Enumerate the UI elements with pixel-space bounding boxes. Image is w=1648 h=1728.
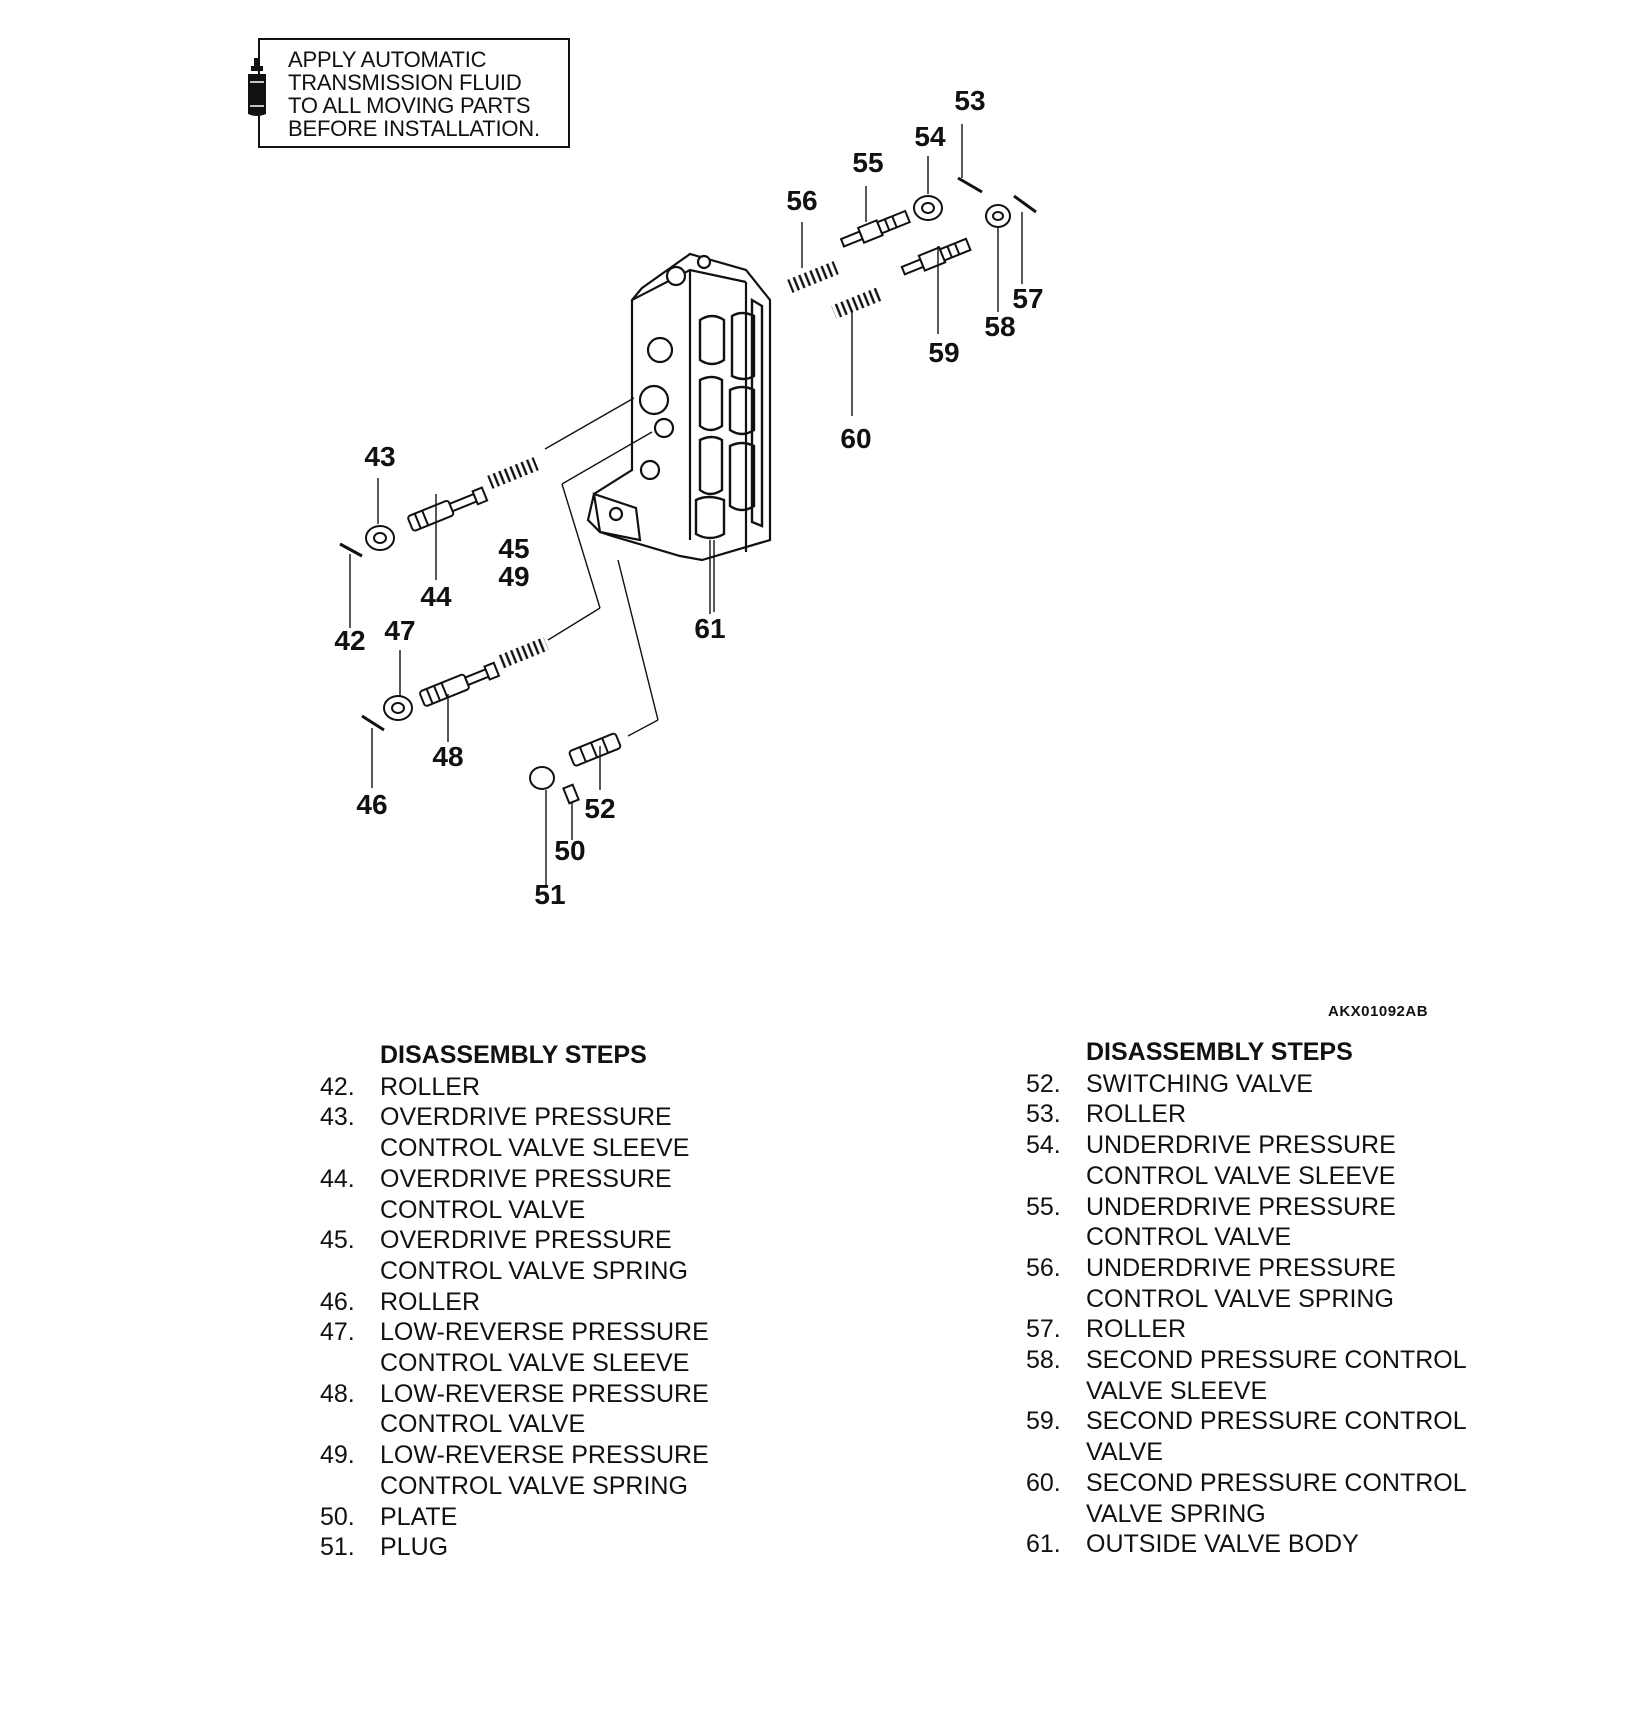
step-item: 45.OVERDRIVE PRESSURE CONTROL VALVE SPRI… — [320, 1226, 688, 1285]
callout-53: 53 — [954, 85, 986, 116]
step-item: 48.LOW-REVERSE PRESSURE CONTROL VALVE — [320, 1379, 709, 1439]
step-item: 49.LOW-REVERSE PRESSURE CONTROL VALVE SP… — [320, 1441, 709, 1500]
callout-42: 42 — [334, 625, 366, 656]
callout-51: 51 — [534, 879, 566, 910]
step-item: 47.LOW-REVERSE PRESSURE CONTROL VALVE SL… — [320, 1318, 709, 1378]
callout-59: 59 — [928, 337, 960, 368]
callout-45: 45 — [498, 533, 530, 564]
springs — [487, 261, 883, 669]
callout-52: 52 — [584, 793, 616, 824]
fluid-note-text: APPLY AUTOMATIC TRANSMISSION FLUID TO AL… — [288, 47, 540, 141]
callout-43: 43 — [364, 441, 396, 472]
callout-55: 55 — [852, 147, 884, 178]
callout-48: 48 — [432, 741, 464, 772]
callout-leaders — [349, 124, 1023, 886]
step-item: 44.OVERDRIVE PRESSURE CONTROL VALVE — [320, 1164, 672, 1224]
callout-50: 50 — [554, 835, 586, 866]
diagram-drawing — [339, 124, 1037, 886]
disassembly-steps-left: DISASSEMBLY STEPS 42.ROLLER 43.OVERDRIVE… — [320, 1040, 740, 1563]
step-item: 57.ROLLER — [1026, 1315, 1187, 1344]
step-item: 54.UNDERDRIVE PRESSURE CONTROL VALVE SLE… — [1026, 1131, 1396, 1190]
callout-54: 54 — [914, 121, 946, 152]
step-item: 51.PLUG — [320, 1533, 449, 1562]
step-item: 55.UNDERDRIVE PRESSURE CONTROL VALVE — [1026, 1192, 1396, 1252]
callout-46: 46 — [356, 789, 388, 820]
step-item: 50.PLATE — [320, 1502, 458, 1531]
callout-58: 58 — [984, 311, 1016, 342]
callout-47: 47 — [384, 615, 416, 646]
callout-60: 60 — [840, 423, 872, 454]
assembly-lines — [544, 397, 715, 737]
callout-56: 56 — [786, 185, 818, 216]
fluid-note-box: APPLY AUTOMATIC TRANSMISSION FLUID TO AL… — [248, 38, 570, 148]
step-item: 60.SECOND PRESSURE CONTROL VALVE SPRING — [1026, 1468, 1467, 1528]
fluid-bottle-icon — [248, 58, 266, 116]
step-item: 42.ROLLER — [320, 1072, 481, 1101]
step-item: 61.OUTSIDE VALVE BODY — [1026, 1530, 1359, 1559]
valve-body-exploded-diagram: 43 44 45 49 42 47 48 46 52 50 51 61 53 5… — [334, 85, 1044, 910]
callout-44: 44 — [420, 581, 452, 612]
step-item: 56.UNDERDRIVE PRESSURE CONTROL VALVE SPR… — [1026, 1253, 1396, 1313]
valve-sleeves — [365, 195, 1011, 805]
callout-61: 61 — [694, 613, 726, 644]
callout-49: 49 — [498, 561, 530, 592]
figure-code: AKX01092AB — [1328, 1003, 1429, 1020]
steps-header: DISASSEMBLY STEPS — [380, 1041, 647, 1069]
steps-header: DISASSEMBLY STEPS — [1086, 1038, 1353, 1066]
step-item: 46.ROLLER — [320, 1287, 481, 1316]
step-item: 43.OVERDRIVE PRESSURE CONTROL VALVE SLEE… — [320, 1103, 690, 1163]
outside-valve-body — [586, 252, 772, 562]
step-item: 52.SWITCHING VALVE — [1026, 1069, 1313, 1098]
disassembly-steps-right: DISASSEMBLY STEPS 52.SWITCHING VALVE 53.… — [1026, 1037, 1526, 1560]
valve-body-passages — [694, 297, 764, 540]
rollers — [339, 176, 1037, 732]
step-item: 58.SECOND PRESSURE CONTROL VALVE SLEEVE — [1026, 1346, 1467, 1405]
callout-57: 57 — [1012, 283, 1044, 314]
step-item: 53.ROLLER — [1026, 1100, 1187, 1129]
step-item: 59.SECOND PRESSURE CONTROL VALVE — [1026, 1407, 1467, 1467]
